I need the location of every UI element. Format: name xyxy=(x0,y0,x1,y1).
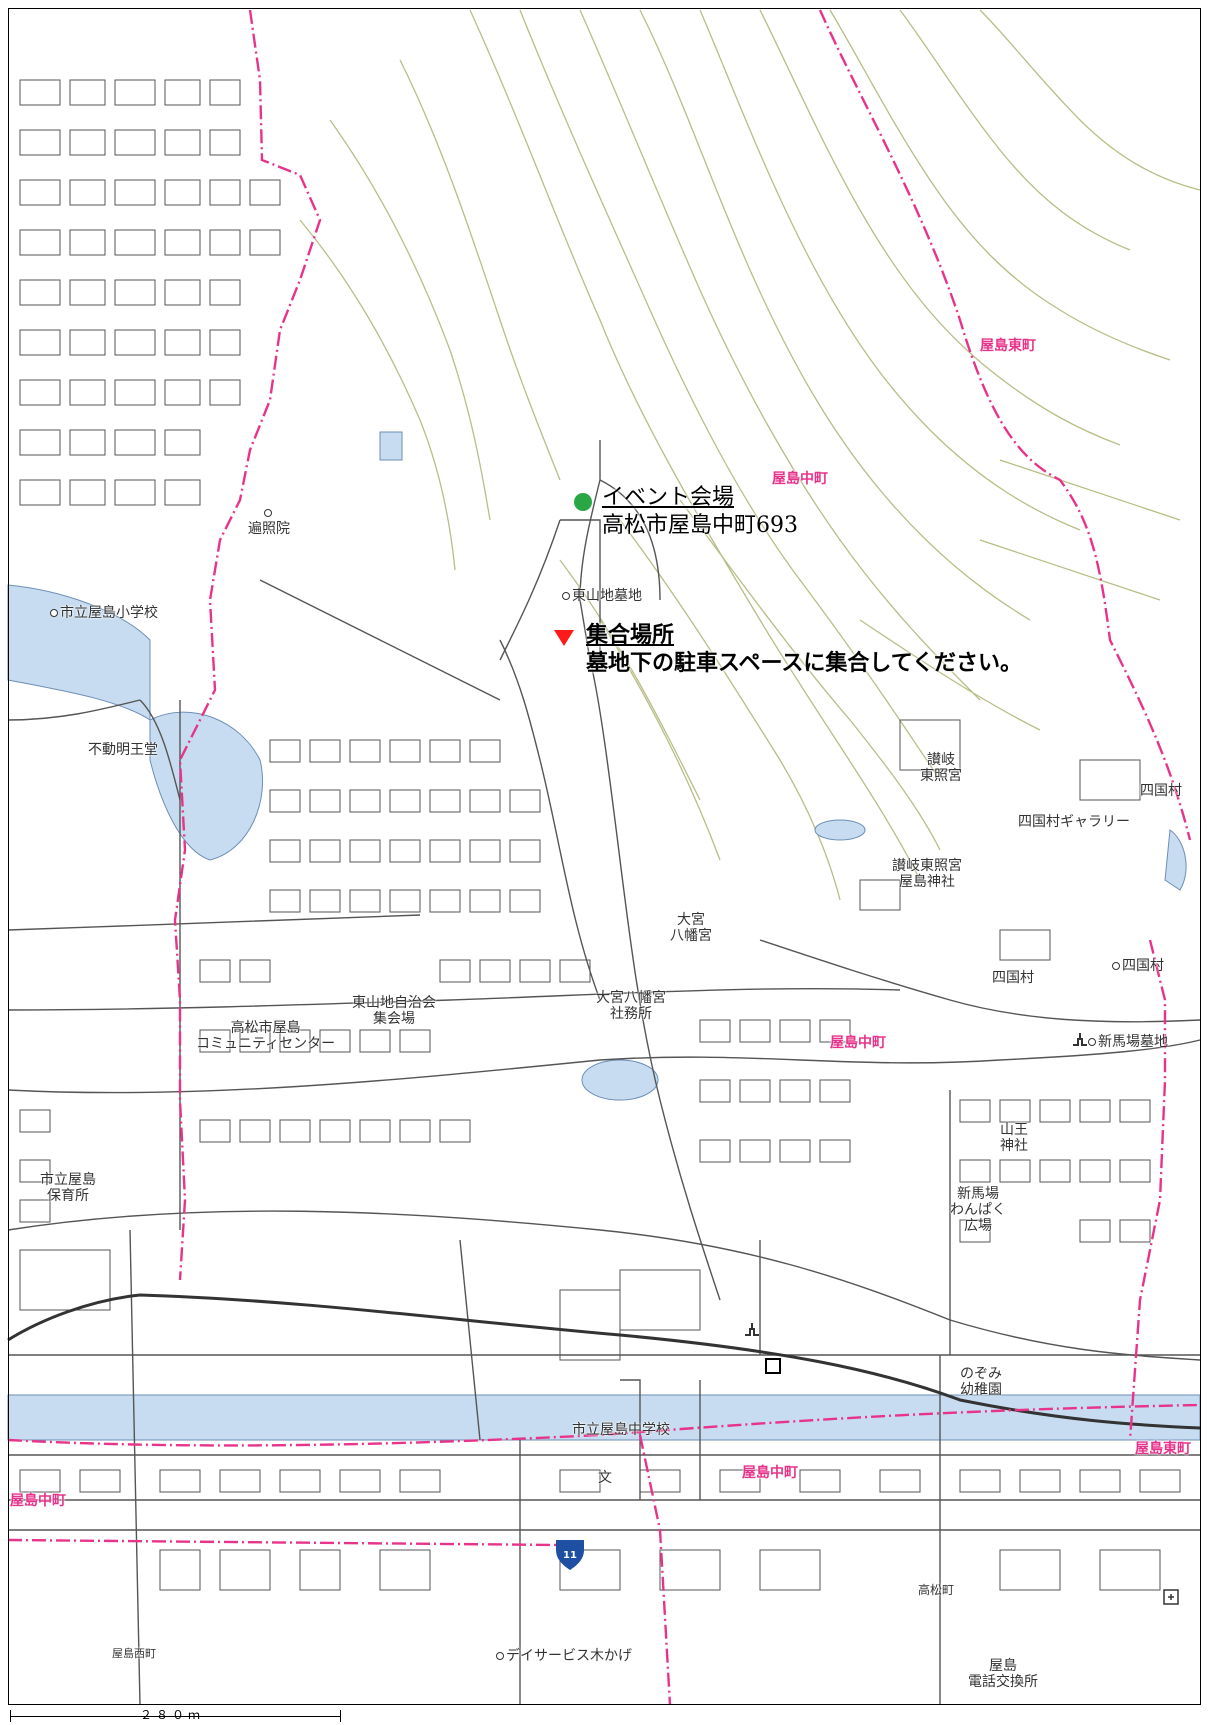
place-nozomi-kindergarten: のぞみ 幼稚園 xyxy=(960,1366,1002,1399)
town-label-yashima-naka: 屋島中町 xyxy=(742,1465,798,1481)
place-jichikai-hall: 東山地自治会 集会場 xyxy=(352,995,436,1028)
scale-bar xyxy=(10,1716,340,1717)
place-shikokumura: 四国村 xyxy=(1140,783,1182,799)
meeting-point-marker xyxy=(554,630,574,646)
town-label-yashima-naka: 屋島中町 xyxy=(10,1493,66,1509)
water-bodies xyxy=(7,431,1201,1441)
place-omiya-office: 大宮八幡宮 社務所 xyxy=(596,990,666,1023)
event-venue-marker xyxy=(574,493,592,511)
place-day-service: デイサービス木かげ xyxy=(496,1648,632,1664)
town-label-yashima-naka: 屋島中町 xyxy=(830,1035,886,1051)
meeting-point-label: 集合場所 墓地下の駐車スペースに集合してください。 xyxy=(586,622,1022,677)
place-telephone-exchange: 屋島 電話交換所 xyxy=(968,1658,1038,1691)
buildings xyxy=(19,79,1181,1591)
place-dot-icon xyxy=(1088,1038,1096,1046)
place-cemetery: 東山地墓地 xyxy=(562,588,642,604)
place-fudomyoo: 不動明王堂 xyxy=(88,742,158,758)
place-toshogu: 讃岐 東照宮 xyxy=(920,752,962,785)
scale-tick xyxy=(340,1710,341,1722)
place-shinbaba-cemetery: 新馬場墓地 xyxy=(1088,1034,1168,1050)
town-label-yashima-naka: 屋島中町 xyxy=(772,471,828,487)
place-omiya-hachiman: 大宮 八幡宮 xyxy=(670,912,712,945)
event-venue-address: 高松市屋島中町693 xyxy=(602,512,798,538)
place-dot-icon xyxy=(1112,962,1120,970)
place-shikokumura: 四国村 xyxy=(1112,958,1164,974)
place-dot-icon xyxy=(496,1652,504,1660)
place-shikokumura-gallery: 四国村ギャラリー xyxy=(1018,814,1130,830)
town-label-yashima-higashi: 屋島東町 xyxy=(1135,1441,1191,1457)
place-dot-icon xyxy=(264,509,272,517)
railway xyxy=(7,1293,1201,1430)
place-yashima-shrine: 讃岐東照宮 屋島神社 xyxy=(892,858,962,891)
place-nursery: 市立屋島 保育所 xyxy=(40,1172,96,1205)
town-boundaries xyxy=(7,9,1201,1706)
scale-label: ２８０ｍ xyxy=(140,1708,205,1722)
place-junior-high: 市立屋島中学校 xyxy=(572,1422,670,1438)
station-yashima-nishi: 屋島西町 xyxy=(112,1647,156,1660)
scale-tick xyxy=(10,1710,11,1722)
place-shinbaba-park: 新馬場 わんぱく 広場 xyxy=(950,1186,1006,1235)
station-takamatsu-cho: 高松町 xyxy=(918,1583,955,1597)
event-venue-label: イベント会場 高松市屋島中町693 xyxy=(602,484,798,539)
place-dot-icon xyxy=(50,609,58,617)
map-symbols xyxy=(745,1033,1179,1605)
contour-lines xyxy=(299,9,1201,901)
meeting-point-name: 集合場所 xyxy=(586,622,675,648)
place-dot-icon xyxy=(562,592,570,600)
route-number: 11 xyxy=(563,1550,577,1561)
school-symbol-icon: 文 xyxy=(598,1470,612,1486)
place-community-center: 高松市屋島 コミュニティセンター xyxy=(196,1020,336,1053)
event-venue-name: イベント会場 xyxy=(602,485,735,510)
place-elementary-school: 市立屋島小学校 xyxy=(50,605,158,621)
meeting-point-note: 墓地下の駐車スペースに集合してください。 xyxy=(586,649,1023,676)
place-sanno-shrine: 山王 神社 xyxy=(1000,1122,1028,1155)
place-shikokumura: 四国村 xyxy=(992,970,1034,986)
place-henshoin: 遍照院 xyxy=(248,505,290,537)
route-shield-icon xyxy=(556,1540,584,1570)
roads xyxy=(7,519,1201,1706)
town-label-yashima-higashi: 屋島東町 xyxy=(980,338,1036,354)
cemetery-roads xyxy=(499,440,661,661)
